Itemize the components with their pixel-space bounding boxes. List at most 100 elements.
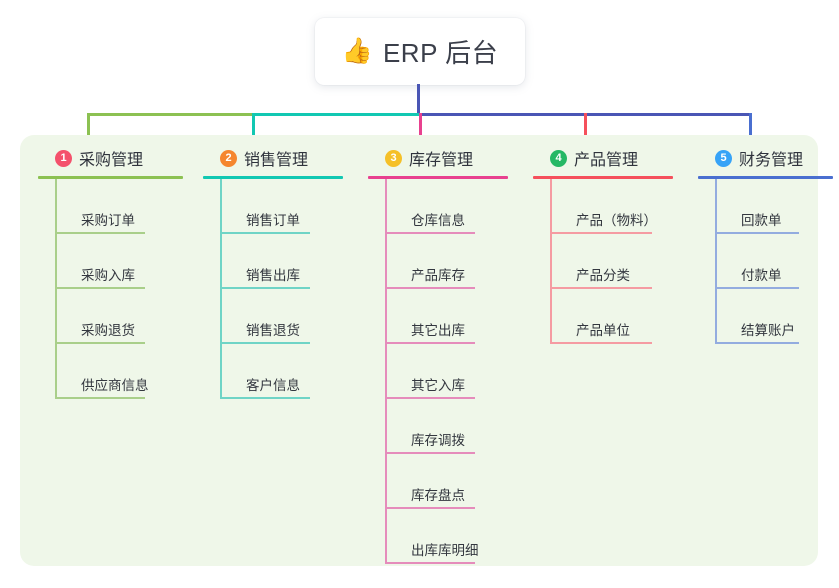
branches-panel: [20, 135, 818, 566]
branch-item-label: 销售退货: [246, 323, 300, 338]
branch-item-rule: [717, 232, 799, 234]
branch-spine-4: [550, 179, 552, 344]
branch-item[interactable]: 采购退货: [57, 289, 183, 344]
branch-title-2: 销售管理: [244, 152, 309, 169]
branch-item-rule: [552, 287, 652, 289]
branch-item[interactable]: 产品分类: [552, 234, 673, 289]
branch-item[interactable]: 客户信息: [222, 344, 343, 399]
trunk-segment-teal: [252, 113, 422, 116]
branch-item-rule: [552, 232, 652, 234]
branch-header-1[interactable]: 1 采购管理: [38, 146, 183, 170]
branch-item-label: 出库库明细: [411, 543, 479, 558]
branch-item[interactable]: 出库库明细: [387, 509, 508, 564]
branch-spine-3: [385, 179, 387, 564]
branch-drop-2: [252, 113, 255, 145]
branch-item-label: 其它入库: [411, 378, 465, 393]
branch-item-rule: [222, 397, 310, 399]
branch-badge-1: 1: [55, 149, 72, 167]
branch-badge-4: 4: [550, 149, 567, 167]
branch-item-rule: [552, 342, 652, 344]
branch-items-3: 仓库信息产品库存其它出库其它入库库存调拨库存盘点出库库明细: [368, 179, 508, 564]
branch-item-label: 客户信息: [246, 378, 300, 393]
branch-rule-3: [368, 176, 508, 179]
branch-item[interactable]: 产品库存: [387, 234, 508, 289]
branch-item[interactable]: 销售退货: [222, 289, 343, 344]
branch-rule-4: [533, 176, 673, 179]
branch-item[interactable]: 库存调拨: [387, 399, 508, 454]
branch-item-label: 产品库存: [411, 268, 465, 283]
branch-item-rule: [57, 287, 145, 289]
branch-item-label: 采购订单: [81, 213, 135, 228]
branch-drop-1: [87, 113, 90, 145]
branch-item[interactable]: 其它出库: [387, 289, 508, 344]
branch-item-label: 付款单: [741, 268, 782, 283]
root-node-content: 👍 ERP 后台: [342, 33, 498, 70]
branch-rule-1: [38, 176, 183, 179]
branch-item[interactable]: 付款单: [717, 234, 833, 289]
branch-header-2[interactable]: 2 销售管理: [203, 146, 343, 170]
branch-item-rule: [387, 397, 475, 399]
thumbs-up-icon: 👍: [341, 37, 373, 65]
branch-item[interactable]: 其它入库: [387, 344, 508, 399]
branch-item-label: 采购入库: [81, 268, 135, 283]
branch-item-rule: [222, 287, 310, 289]
branch-item[interactable]: 销售出库: [222, 234, 343, 289]
branch-badge-5: 5: [715, 149, 732, 167]
branch-items-1: 采购订单采购入库采购退货供应商信息: [38, 179, 183, 399]
branch-item-label: 仓库信息: [411, 213, 465, 228]
branch-item-rule: [222, 342, 310, 344]
branch-column-1: 1 采购管理采购订单采购入库采购退货供应商信息: [38, 146, 183, 399]
branch-column-2: 2 销售管理销售订单销售出库销售退货客户信息: [203, 146, 343, 399]
branch-item-rule: [387, 232, 475, 234]
branch-item-label: 库存盘点: [411, 488, 465, 503]
branch-items-5: 回款单付款单结算账户: [698, 179, 833, 344]
branch-item-label: 销售出库: [246, 268, 300, 283]
branch-item-rule: [57, 397, 145, 399]
branch-item-rule: [387, 507, 475, 509]
branch-item-rule: [387, 562, 475, 564]
branch-title-3: 库存管理: [409, 152, 474, 169]
branch-badge-2: 2: [220, 149, 237, 167]
branch-item-label: 回款单: [741, 213, 782, 228]
branch-item-label: 产品单位: [576, 323, 630, 338]
root-stem: [417, 84, 420, 116]
branch-item-rule: [222, 232, 310, 234]
branch-spine-5: [715, 179, 717, 344]
branch-items-4: 产品（物料） 产品分类产品单位: [533, 179, 673, 344]
branch-item-label: 产品（物料）: [576, 213, 657, 228]
branch-item-rule: [387, 287, 475, 289]
branch-drop-3: [419, 113, 422, 145]
branch-title-1: 采购管理: [79, 152, 144, 169]
branch-item[interactable]: 销售订单: [222, 179, 343, 234]
branch-item[interactable]: 采购订单: [57, 179, 183, 234]
branch-items-2: 销售订单销售出库销售退货客户信息: [203, 179, 343, 399]
branch-item[interactable]: 供应商信息: [57, 344, 183, 399]
branch-drop-4: [584, 113, 587, 145]
branch-item-label: 产品分类: [576, 268, 630, 283]
branch-item[interactable]: 采购入库: [57, 234, 183, 289]
branch-item[interactable]: 结算账户: [717, 289, 833, 344]
branch-rule-2: [203, 176, 343, 179]
branch-item-rule: [387, 452, 475, 454]
branch-item[interactable]: 产品单位: [552, 289, 673, 344]
branch-item[interactable]: 产品（物料）: [552, 179, 673, 234]
branch-item-label: 供应商信息: [81, 378, 149, 393]
branch-item-label: 采购退货: [81, 323, 135, 338]
branch-spine-1: [55, 179, 57, 399]
branch-item-label: 销售订单: [246, 213, 300, 228]
branch-item-rule: [387, 342, 475, 344]
root-node[interactable]: 👍 ERP 后台: [315, 18, 525, 85]
branch-item[interactable]: 仓库信息: [387, 179, 508, 234]
branch-item[interactable]: 回款单: [717, 179, 833, 234]
branch-item-label: 结算账户: [741, 323, 795, 338]
branch-item-label: 库存调拨: [411, 433, 465, 448]
branch-item-label: 其它出库: [411, 323, 465, 338]
branch-item-rule: [57, 232, 145, 234]
branch-item-rule: [717, 342, 799, 344]
branch-item[interactable]: 库存盘点: [387, 454, 508, 509]
